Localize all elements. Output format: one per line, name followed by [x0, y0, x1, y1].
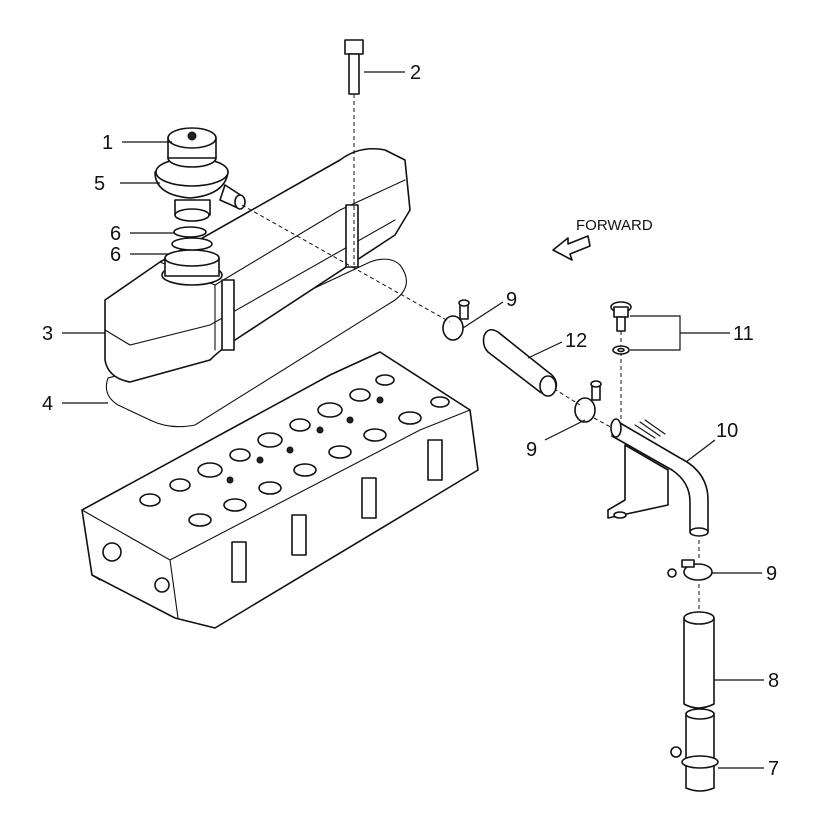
callout-9-lower: 9 — [766, 563, 777, 585]
forward-label: FORWARD — [576, 217, 653, 234]
hose-clamp-upper — [442, 299, 470, 341]
callout-9-middle: 9 — [526, 439, 537, 461]
breather-hose — [482, 328, 558, 397]
callout-12: 12 — [565, 330, 587, 352]
cylinder-head-ports — [139, 374, 450, 527]
leader-lines — [62, 71, 764, 769]
forward-arrow-icon — [552, 235, 591, 261]
breather-neck — [161, 226, 223, 286]
cover-bolt — [344, 39, 364, 265]
hose-clamp-middle — [574, 380, 602, 423]
lower-hose — [683, 540, 715, 709]
callout-10: 10 — [716, 420, 738, 442]
callout-7: 7 — [768, 758, 779, 780]
callout-3: 3 — [42, 323, 53, 345]
breather-valve — [154, 157, 246, 222]
callout-1: 1 — [102, 132, 113, 154]
callout-5: 5 — [94, 173, 105, 195]
callout-11: 11 — [733, 323, 754, 345]
callout-6-upper: 6 — [110, 223, 121, 245]
breather-pipe — [610, 418, 709, 537]
callout-4: 4 — [42, 393, 53, 415]
gasket-6-lower — [171, 237, 213, 251]
callout-6-lower: 6 — [110, 244, 121, 266]
callout-9-upper: 9 — [506, 289, 517, 311]
callout-8: 8 — [768, 670, 779, 692]
pipe-bracket — [607, 444, 669, 519]
gasket-6-upper — [173, 226, 207, 238]
lower-pipe — [670, 708, 719, 792]
breather-cap — [167, 127, 217, 168]
callouts: 1 5 6 6 3 4 2 9 12 9 11 10 9 8 7 — [42, 62, 779, 780]
callout-2: 2 — [410, 62, 421, 84]
bracket-bolt — [610, 301, 632, 420]
rocker-cover — [104, 147, 411, 383]
forward-indicator: FORWARD — [552, 217, 653, 261]
cylinder-head — [81, 351, 479, 629]
bracket-washer — [612, 345, 630, 355]
hose-clamp-lower — [667, 559, 713, 581]
